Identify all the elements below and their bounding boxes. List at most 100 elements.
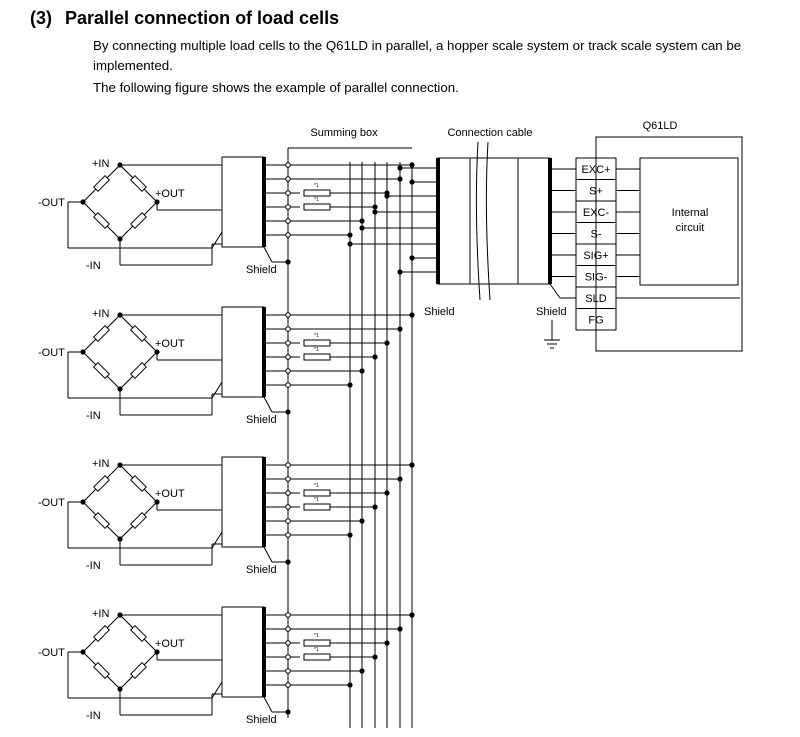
sense-resistor [303, 489, 331, 497]
resistor-note: *1 [314, 647, 319, 653]
terminal-point [285, 654, 291, 660]
terminal-point [285, 232, 291, 238]
sense-resistor [303, 189, 331, 197]
cable-shield-label-right: Shield [536, 306, 567, 318]
bridge-resistor [93, 512, 110, 529]
terminal-point [285, 162, 291, 168]
wire [211, 531, 223, 549]
bridge-resistor [93, 362, 110, 379]
junction-dot [397, 165, 403, 171]
section-title: Parallel connection of load cells [65, 8, 340, 28]
sense-resistor [303, 639, 331, 647]
label-out-minus: -OUT [38, 497, 65, 509]
label-out-plus: +OUT [155, 488, 185, 500]
junction-dot [384, 640, 390, 646]
terminal-point [285, 218, 291, 224]
junction-dot [372, 354, 378, 360]
terminal-point [285, 462, 291, 468]
junction-dot [347, 532, 353, 538]
wire [263, 546, 273, 563]
label-in-plus: +IN [92, 608, 109, 620]
label-shield: Shield [246, 564, 277, 576]
bridge-resistor [130, 512, 147, 529]
terminal-point [285, 368, 291, 374]
connection-cable-label: Connection cable [447, 127, 532, 139]
bridge-resistor [130, 625, 147, 642]
label-in-plus: +IN [92, 308, 109, 320]
junction-dot [80, 199, 86, 205]
connector-block [221, 606, 265, 698]
sense-resistor [303, 653, 331, 661]
junction-dot [117, 312, 123, 318]
junction-dot [347, 682, 353, 688]
bridge-diamond [82, 464, 158, 540]
wire [549, 283, 561, 299]
resistor-note: *1 [314, 333, 319, 339]
resistor-note: *1 [314, 497, 319, 503]
sense-resistor [303, 503, 331, 511]
junction-dot [117, 236, 123, 242]
connector-block [221, 306, 265, 398]
wire [211, 381, 223, 399]
junction-dot [154, 199, 160, 205]
label-in-plus: +IN [92, 458, 109, 470]
junction-dot [154, 499, 160, 505]
label-out-minus: -OUT [38, 347, 65, 359]
bridge-resistor [93, 325, 110, 342]
terminal-point [285, 190, 291, 196]
label-out-minus: -OUT [38, 647, 65, 659]
terminal-label: S- [591, 229, 602, 241]
label-shield: Shield [246, 414, 277, 426]
bridge-resistor [93, 625, 110, 642]
cable-break [485, 141, 491, 301]
terminal-point [285, 340, 291, 346]
terminal-point [285, 382, 291, 388]
junction-dot [347, 241, 353, 247]
junction-dot [359, 518, 365, 524]
label-in-minus: -IN [86, 410, 101, 422]
label-out-plus: +OUT [155, 338, 185, 350]
junction-dot [372, 209, 378, 215]
junction-dot [372, 504, 378, 510]
junction-dot [397, 176, 403, 182]
junction-dot [409, 179, 415, 185]
resistor-note: *1 [314, 347, 319, 353]
terminal-point [285, 518, 291, 524]
terminal-point [285, 504, 291, 510]
load-cell-4 [80, 606, 266, 698]
junction-dot [397, 269, 403, 275]
junction-dot [285, 259, 291, 265]
junction-dot [80, 349, 86, 355]
load-cell-1 [80, 156, 266, 248]
junction-dot [397, 476, 403, 482]
resistor-note: *1 [314, 633, 319, 639]
junction-dot [397, 626, 403, 632]
label-shield: Shield [246, 264, 277, 276]
terminal-label: SIG+ [583, 250, 608, 262]
junction-dot [409, 312, 415, 318]
junction-dot [372, 204, 378, 210]
section-heading: (3) Parallel connection of load cells [30, 8, 339, 29]
junction-dot [409, 255, 415, 261]
bridge-resistor [93, 212, 110, 229]
connector-block [221, 156, 265, 248]
resistor-note: *1 [314, 183, 319, 189]
terminal-point [285, 326, 291, 332]
junction-dot [285, 409, 291, 415]
bridge-diamond [82, 164, 158, 240]
bridge-diamond [82, 314, 158, 390]
terminal-point [285, 354, 291, 360]
connector-block [221, 456, 265, 548]
junction-dot [117, 612, 123, 618]
wire [211, 231, 223, 249]
junction-dot [285, 709, 291, 715]
junction-dot [154, 649, 160, 655]
sense-resistor [303, 203, 331, 211]
terminal-point [285, 682, 291, 688]
cable-connector-right [517, 157, 551, 285]
label-shield: Shield [246, 714, 277, 726]
junction-dot [117, 462, 123, 468]
intro-line-2: implemented. [93, 58, 173, 73]
bridge-resistor [93, 175, 110, 192]
junction-dot [117, 686, 123, 692]
